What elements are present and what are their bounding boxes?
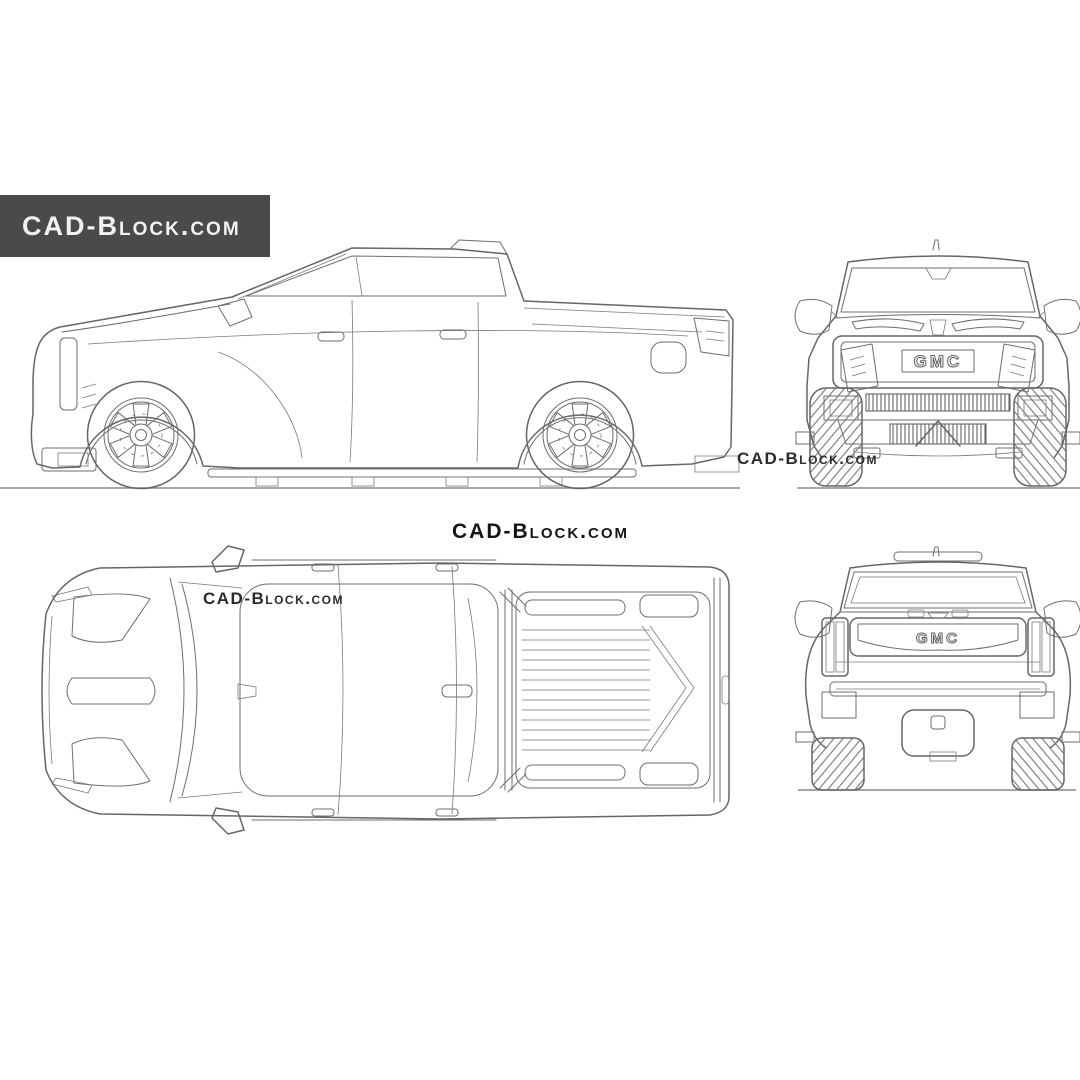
bed-floor-ribs — [522, 625, 695, 753]
front-wheel — [88, 382, 195, 489]
rear-view-drawing: GMC — [794, 546, 1080, 791]
watermark-front-view: CAD-Block.com — [737, 449, 878, 468]
rear-mirror — [794, 600, 833, 638]
rear-bumper — [829, 681, 1047, 697]
bumper-intake-slats — [865, 393, 1011, 412]
rear-step-pad — [901, 709, 975, 757]
hitch-receiver — [929, 751, 957, 762]
site-logo-text: CAD-Block.com — [22, 210, 241, 241]
skid-plate-vee — [915, 420, 961, 447]
front-mirror — [794, 298, 833, 335]
hood-vent — [71, 593, 151, 643]
front-view-drawing: GMC — [794, 239, 1080, 487]
front-headlight — [840, 343, 879, 393]
side-windows — [245, 255, 507, 297]
shark-fin-antenna — [441, 684, 473, 698]
gmc-badge-plate-front — [901, 349, 975, 373]
gmc-badge-rear: GMC — [916, 630, 960, 647]
top-mirror — [211, 545, 245, 573]
truck-bed — [515, 591, 711, 789]
watermark-top-view: CAD-Block.com — [203, 589, 344, 608]
running-board — [207, 468, 637, 478]
charge-port-door — [650, 341, 687, 374]
front-tire — [809, 387, 863, 487]
side-view-drawing — [30, 239, 740, 489]
taillight-side — [693, 317, 730, 357]
door-handle-front — [317, 331, 345, 342]
windshield — [840, 267, 1036, 313]
tailgate-plan — [713, 577, 721, 803]
rear-taillight — [821, 617, 849, 677]
rear-wheel — [527, 382, 634, 489]
roof-antenna — [932, 239, 940, 251]
headlight-side — [59, 337, 78, 411]
gmc-badge-front: GMC — [914, 352, 963, 371]
front-grille — [832, 335, 1044, 389]
rear-window — [843, 571, 1033, 609]
top-view-drawing — [41, 545, 730, 835]
cargo-lamp-bar — [893, 551, 983, 562]
site-logo-banner: CAD-Block.com — [0, 195, 270, 257]
rear-tire — [811, 737, 865, 791]
bed-bulkhead — [504, 589, 513, 791]
watermark-center: CAD-Block.com — [452, 520, 629, 543]
side-mirror — [217, 298, 253, 327]
cab-roof — [239, 583, 499, 797]
cab-spoiler — [449, 239, 508, 255]
door-handle-rear — [439, 329, 467, 340]
top-windshield — [181, 583, 198, 797]
